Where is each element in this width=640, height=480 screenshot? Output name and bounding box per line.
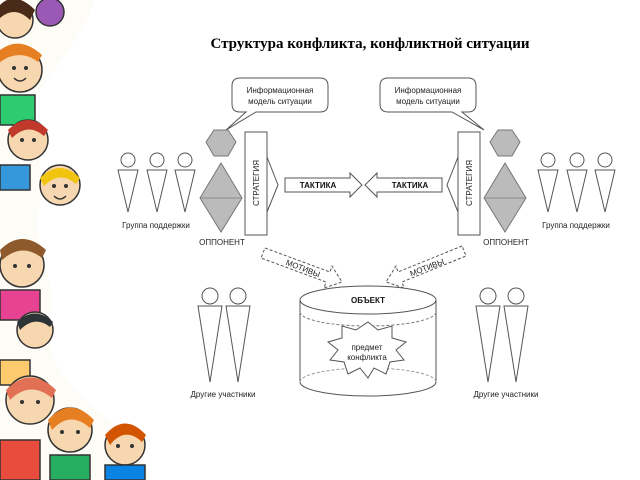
subject-line1: предмет — [351, 343, 382, 352]
strategy-right-label: СТРАТЕГИЯ — [465, 160, 474, 206]
strategy-left: СТРАТЕГИЯ — [244, 131, 279, 236]
subject-line2: конфликта — [347, 353, 387, 362]
other-participants-left: Другие участники — [191, 287, 256, 399]
decorative-children-border — [0, 0, 150, 480]
info-model-right-line1: Информационная — [395, 86, 462, 95]
opponent-left: ОППОНЕНТ — [199, 129, 245, 247]
motives-right: МОТИВЫ — [385, 245, 467, 289]
support-group-right-label: Группа поддержки — [542, 221, 610, 230]
info-model-bubble-left: Информационная модель ситуации — [225, 77, 329, 131]
info-model-left-line1: Информационная — [247, 86, 314, 95]
strategy-left-label: СТРАТЕГИЯ — [252, 160, 261, 206]
opponent-right: ОППОНЕНТ — [483, 129, 529, 247]
opponent-left-label: ОППОНЕНТ — [199, 238, 245, 247]
object-label: ОБЪЕКТ — [351, 296, 385, 305]
subject-starburst — [326, 321, 408, 379]
strategy-right: СТРАТЕГИЯ — [446, 131, 481, 236]
opponent-right-label: ОППОНЕНТ — [483, 238, 529, 247]
tactics-left-label: ТАКТИКА — [300, 181, 337, 190]
other-participants-left-label: Другие участники — [191, 390, 256, 399]
tactics-right-label: ТАКТИКА — [392, 181, 429, 190]
motives-left: МОТИВЫ — [260, 247, 343, 289]
conflict-structure-diagram: Информационная модель ситуации Информаци… — [117, 77, 616, 399]
support-group-left: Группа поддержки — [117, 152, 196, 230]
other-participants-right-label: Другие участники — [474, 390, 539, 399]
tactics-left: ТАКТИКА — [284, 171, 363, 199]
object-cylinder: ОБЪЕКТ предмет конфликта — [299, 285, 437, 397]
cartoon-children-illustration — [0, 0, 150, 480]
support-group-left-label: Группа поддержки — [122, 221, 190, 230]
info-model-right-line2: модель ситуации — [396, 97, 460, 106]
tactics-right: ТАКТИКА — [364, 171, 443, 199]
other-participants-right: Другие участники — [474, 287, 539, 399]
info-model-bubble-right: Информационная модель ситуации — [379, 77, 485, 131]
support-group-right: Группа поддержки — [537, 152, 616, 230]
page-title: Структура конфликта, конфликтной ситуаци… — [210, 36, 530, 52]
info-model-left-line2: модель ситуации — [248, 97, 312, 106]
